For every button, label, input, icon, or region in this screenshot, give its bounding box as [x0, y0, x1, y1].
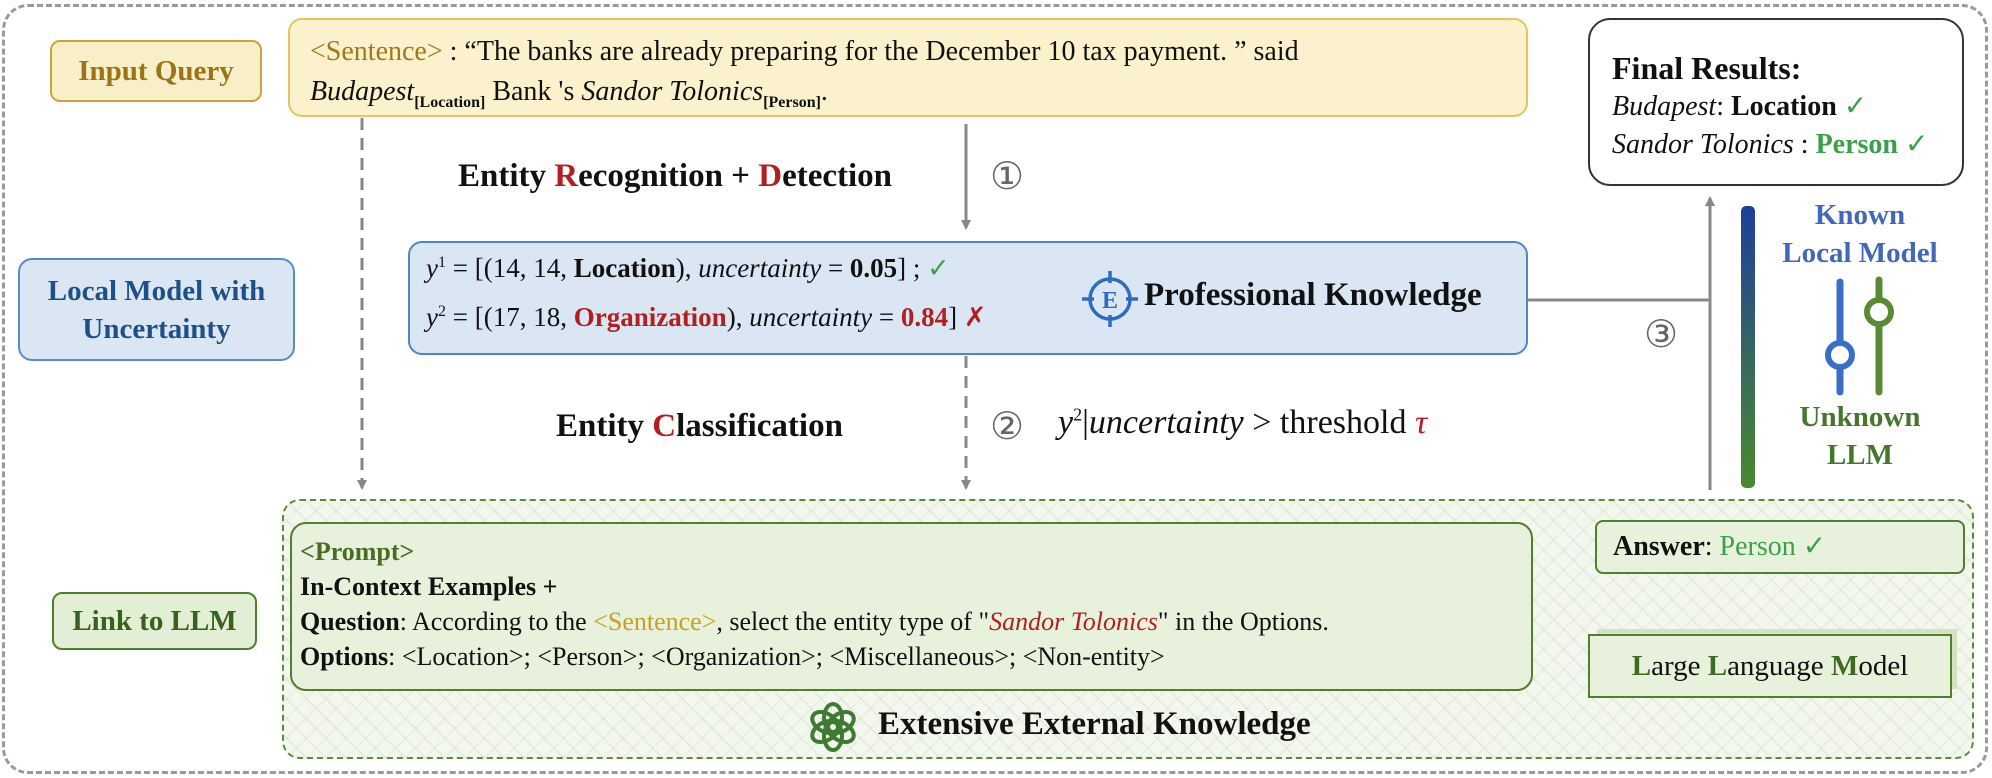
entity-sandor-type: [Person] — [763, 94, 821, 111]
unknown-label: Unknown — [1799, 401, 1921, 433]
local-model-known-label: Local Model — [1782, 237, 1938, 269]
target-e-icon: E — [1082, 271, 1138, 327]
final-results-box: Final Results: Budapest: Location ✓ Sand… — [1588, 18, 1964, 186]
final-results-title: Final Results: — [1612, 50, 1802, 86]
target-letter: E — [1102, 288, 1118, 314]
check-icon: ✓ — [927, 253, 950, 283]
classification-label: Entity Classification — [556, 408, 843, 444]
prompt-question: Question: According to the <Sentence>, s… — [300, 607, 1329, 636]
entity-budapest: Budapest — [310, 76, 415, 107]
prompt-header: <Prompt> — [300, 537, 415, 566]
local-model-label: Local Model with Uncertainty — [18, 258, 295, 361]
llm-logo-icon — [810, 702, 856, 752]
prompt-box: <Prompt> In-Context Examples + Question:… — [290, 522, 1533, 691]
large-language-model-box: Large Language Model — [1588, 634, 1952, 698]
step-3-number: ③ — [1644, 312, 1679, 356]
input-query-label: Input Query — [50, 40, 262, 102]
slider-icon — [1825, 276, 1894, 396]
final-result-2: Sandor Tolonics : Person ✓ — [1612, 129, 1929, 160]
entity-sandor: Sandor Tolonics — [581, 76, 764, 107]
final-result-1: Budapest: Location ✓ — [1612, 91, 1868, 122]
professional-knowledge-label: Professional Knowledge — [1144, 277, 1482, 313]
entity-budapest-type: [Location] — [414, 94, 486, 111]
cross-icon: ✗ — [963, 302, 987, 332]
sentence-tag: <Sentence> — [310, 36, 443, 67]
link-to-llm-label: Link to LLM — [52, 592, 257, 650]
outer-frame — [2, 4, 1988, 774]
known-unknown-gradient-bar — [1741, 206, 1755, 488]
known-label: Known — [1814, 199, 1906, 231]
answer-box: Answer: Person ✓ — [1595, 520, 1965, 574]
llm-unknown-label: LLM — [1826, 439, 1894, 471]
prediction-1: y1 = [(14, 14, Location), uncertainty = … — [426, 253, 950, 283]
professional-knowledge-box: y1 = [(14, 14, Location), uncertainty = … — [408, 241, 1528, 355]
sentence-end: . — [820, 76, 828, 107]
sentence-middle: Bank 's — [485, 76, 582, 107]
prompt-icl: In-Context Examples + — [300, 572, 558, 601]
input-query-box: <Sentence> : “The banks are already prep… — [288, 18, 1528, 117]
step-1-number: ① — [990, 154, 1025, 198]
recognition-detection-label: Entity Recognition + Detection — [458, 158, 893, 194]
prompt-options: Options: <Location>; <Person>; <Organiza… — [300, 642, 1165, 671]
step-2-number: ② — [990, 404, 1025, 448]
threshold-condition: y2|uncertainty > threshold τ — [1058, 404, 1428, 441]
external-knowledge-label: Extensive External Knowledge — [878, 706, 1311, 742]
sentence-text: : “The banks are already preparing for t… — [442, 36, 1299, 67]
prediction-2: y2 = [(17, 18, Organization), uncertaint… — [426, 302, 987, 332]
